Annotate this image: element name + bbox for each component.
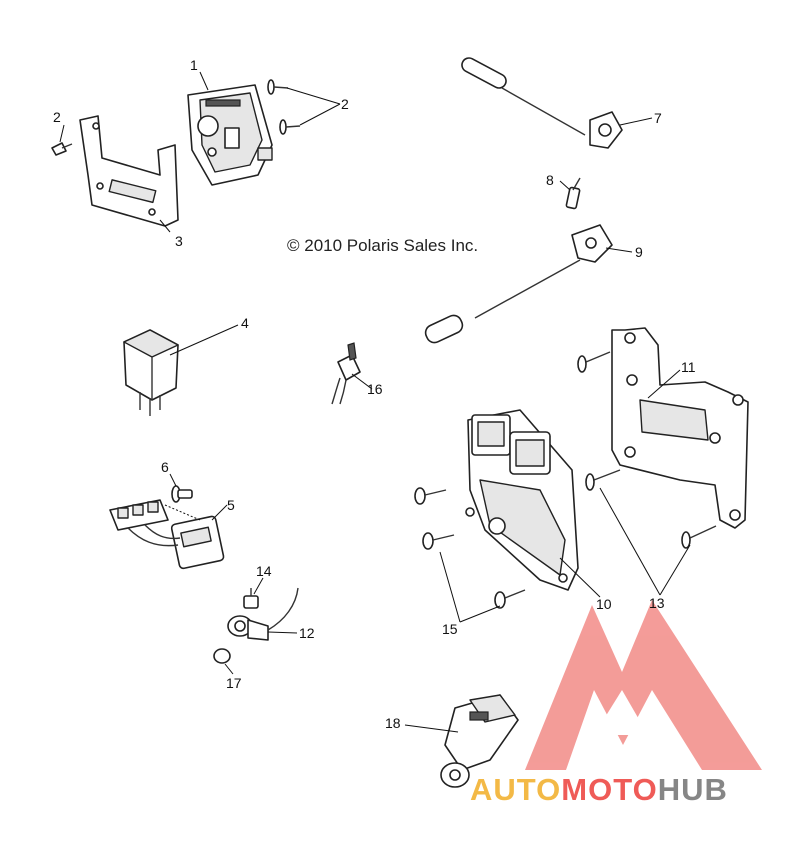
screw-part-15-top: [414, 487, 447, 505]
callout-5: 5: [227, 497, 235, 513]
callout-13: 13: [649, 595, 665, 611]
screw-part-2-top: [267, 79, 289, 95]
module-part-1: [187, 84, 273, 186]
callout-9: 9: [635, 244, 643, 260]
sensor-part-18: [440, 694, 519, 788]
screw-part-15-mid: [422, 532, 455, 550]
relay-part-4: [123, 329, 179, 416]
callout-10: 10: [596, 596, 612, 612]
copyright-text: © 2010 Polaris Sales Inc.: [287, 236, 478, 255]
bolt-part-8: [565, 177, 581, 210]
callout-7: 7: [654, 110, 662, 126]
screw-part-2-lower: [279, 119, 301, 135]
leader-lines: [59, 71, 691, 733]
callout-labels: 1 2 2 3 4 5 6 7 8 9 10 11 12 13 14 15 16…: [53, 57, 696, 731]
callout-1: 1: [190, 57, 198, 73]
callout-15: 15: [442, 621, 458, 637]
callout-18: 18: [385, 715, 401, 731]
watermark-moto: MOTO: [561, 772, 657, 807]
callout-17: 17: [226, 675, 242, 691]
screw-part-13-right: [681, 525, 717, 549]
connector-block-part-5: [109, 499, 225, 570]
oring-part-17: [213, 648, 231, 664]
watermark-auto: AUTO: [470, 772, 561, 807]
callout-11: 11: [681, 359, 696, 375]
mounting-frame-part-11: [611, 327, 749, 529]
callout-6: 6: [161, 459, 169, 475]
screw-part-13-top: [577, 351, 611, 373]
callout-2-right: 2: [341, 96, 349, 112]
watermark-logo: [525, 600, 762, 770]
ecu-part-10: [465, 409, 579, 591]
screw-part-2-left: [51, 142, 73, 156]
sensor-part-12: [227, 587, 299, 641]
callout-2-left: 2: [53, 109, 61, 125]
callout-14: 14: [256, 563, 272, 579]
screw-part-15-low: [494, 589, 526, 609]
callout-3: 3: [175, 233, 183, 249]
callout-12: 12: [299, 625, 315, 641]
svg-text:AUTOMOTOHUB: AUTOMOTOHUB: [470, 772, 728, 807]
callout-8: 8: [546, 172, 554, 188]
bracket-part-3: [79, 115, 179, 227]
pin-part-6: [171, 485, 193, 503]
screw-part-14: [243, 588, 259, 609]
sensor-part-7: [461, 57, 623, 149]
watermark-hub: HUB: [658, 772, 728, 807]
callout-16: 16: [367, 381, 383, 397]
connector-part-16: [331, 342, 361, 405]
watermark-text: AUTOMOTOHUB: [470, 772, 728, 807]
callout-4: 4: [241, 315, 249, 331]
sensor-part-9: [424, 224, 613, 344]
screw-part-13-mid: [585, 469, 621, 491]
